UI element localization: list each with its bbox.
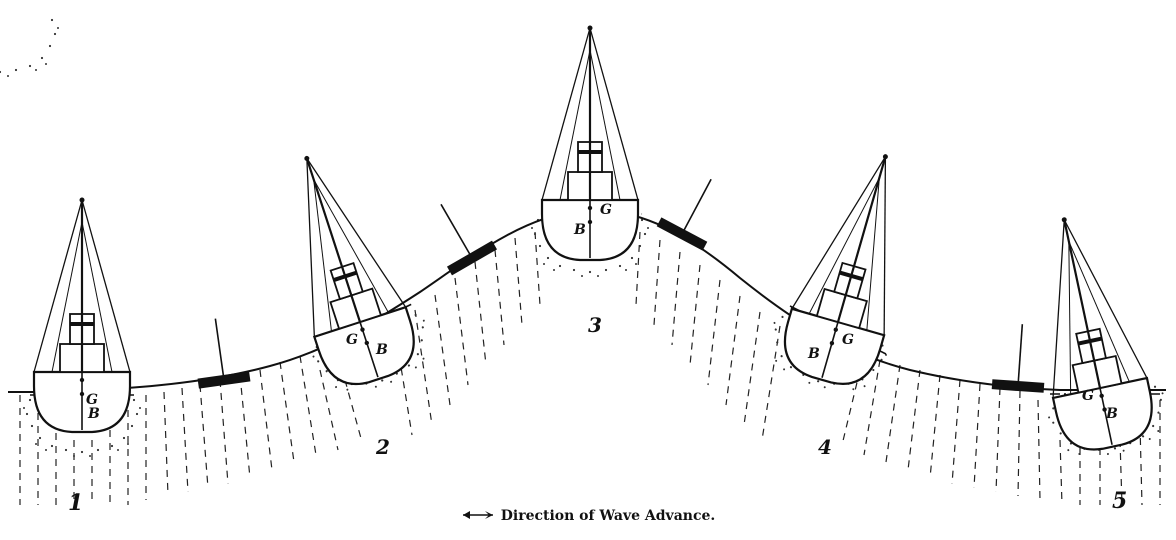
ship-4 (773, 139, 935, 395)
raft-2 (417, 190, 498, 277)
label-b-2: B (375, 342, 388, 358)
caption: Direction of Wave Advance. (0, 508, 1176, 524)
ship-3 (540, 23, 640, 262)
label-g-1: G (86, 392, 98, 408)
label-g-4: G (842, 332, 854, 348)
label-position-2: 2 (375, 435, 390, 459)
caption-text: Direction of Wave Advance. (500, 508, 716, 524)
arrow-left-icon (461, 508, 495, 524)
label-g-3: G (600, 202, 612, 218)
label-position-1: 1 (68, 490, 83, 516)
ship-2 (258, 139, 427, 396)
water-hatching (19, 231, 1161, 506)
label-b-5: B (1105, 406, 1118, 422)
label-b-4: B (807, 346, 820, 362)
label-b-1: B (87, 406, 100, 422)
label-position-4: 4 (818, 435, 832, 459)
raft-4 (990, 321, 1050, 394)
ship-1 (32, 195, 132, 434)
label-position-3: 3 (588, 313, 602, 337)
label-g-5: G (1082, 388, 1094, 404)
raft-3 (655, 166, 735, 252)
label-b-3: B (573, 222, 586, 238)
raft-1 (188, 314, 252, 390)
hull-stippling (0, 18, 1174, 466)
label-position-5: 5 (1112, 488, 1127, 514)
label-g-2: G (346, 332, 358, 348)
